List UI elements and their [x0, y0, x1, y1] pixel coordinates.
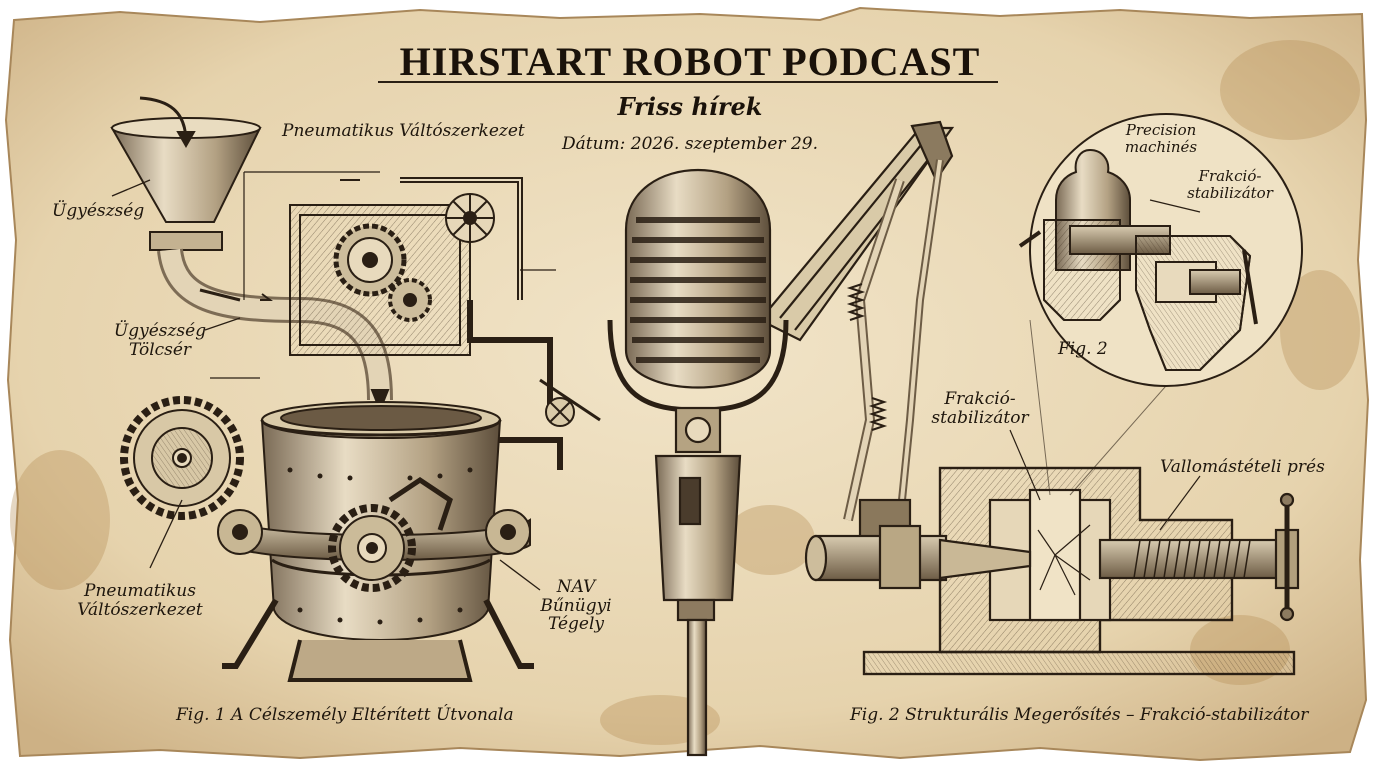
label-tolcser: Ügyészség Tölcsér — [110, 322, 210, 359]
caption-fig2: Fig. 2 Strukturális Megerősítés – Frakci… — [850, 705, 1309, 725]
label-nav-line1: NAV — [556, 577, 596, 597]
page-subtitle: Friss hírek — [617, 92, 763, 121]
label-nav-line3: Tégely — [547, 614, 605, 635]
label-tolcser-line1: Ügyészség — [113, 321, 207, 341]
inset-label-precision-line2: machinés — [1124, 137, 1198, 156]
inset-detail — [1018, 113, 1303, 387]
inset-label-fig2: Fig. 2 — [1058, 339, 1108, 359]
caption-fig1: Fig. 1 A Célszemély Eltérített Útvonala — [176, 705, 514, 725]
label-pneumatikus-left-line1: Pneumatikus — [84, 581, 196, 601]
inset-label-precision: Precision machinés — [1106, 122, 1216, 155]
label-tolcser-line2: Tölcsér — [128, 339, 192, 360]
label-pneumatikus-left: Pneumatikus Váltószerkezet — [70, 582, 210, 619]
label-nav-line2: Bűnügyi — [540, 595, 612, 616]
left-machine — [110, 96, 601, 682]
inset-label-precision-line1: Precision — [1125, 121, 1197, 139]
label-pneumatikus-top: Pneumatikus Váltószerkezet — [282, 121, 525, 141]
label-frakcio-line2: stabilizátor — [931, 407, 1029, 428]
label-pneumatikus-left-line2: Váltószerkezet — [77, 599, 203, 620]
label-vallomas: Vallomástételi prés — [1160, 457, 1325, 477]
inset-label-frakcio-line2: stabilizátor — [1187, 183, 1273, 202]
inset-label-frakcio: Frakció- stabilizátor — [1170, 168, 1290, 201]
label-frakcio-line1: Frakció- — [944, 389, 1016, 409]
vise-press — [804, 319, 1300, 676]
label-nav: NAV Bűnügyi Tégely — [536, 578, 616, 634]
label-ugyeszseg: Ügyészség — [52, 201, 145, 221]
label-frakcio: Frakció- stabilizátor — [920, 390, 1040, 427]
page-title: HIRSTART ROBOT PODCAST — [399, 39, 981, 84]
inset-label-frakcio-line1: Frakció- — [1198, 167, 1262, 185]
date-line: Dátum: 2026. szeptember 29. — [561, 134, 818, 154]
microphone — [607, 120, 955, 757]
